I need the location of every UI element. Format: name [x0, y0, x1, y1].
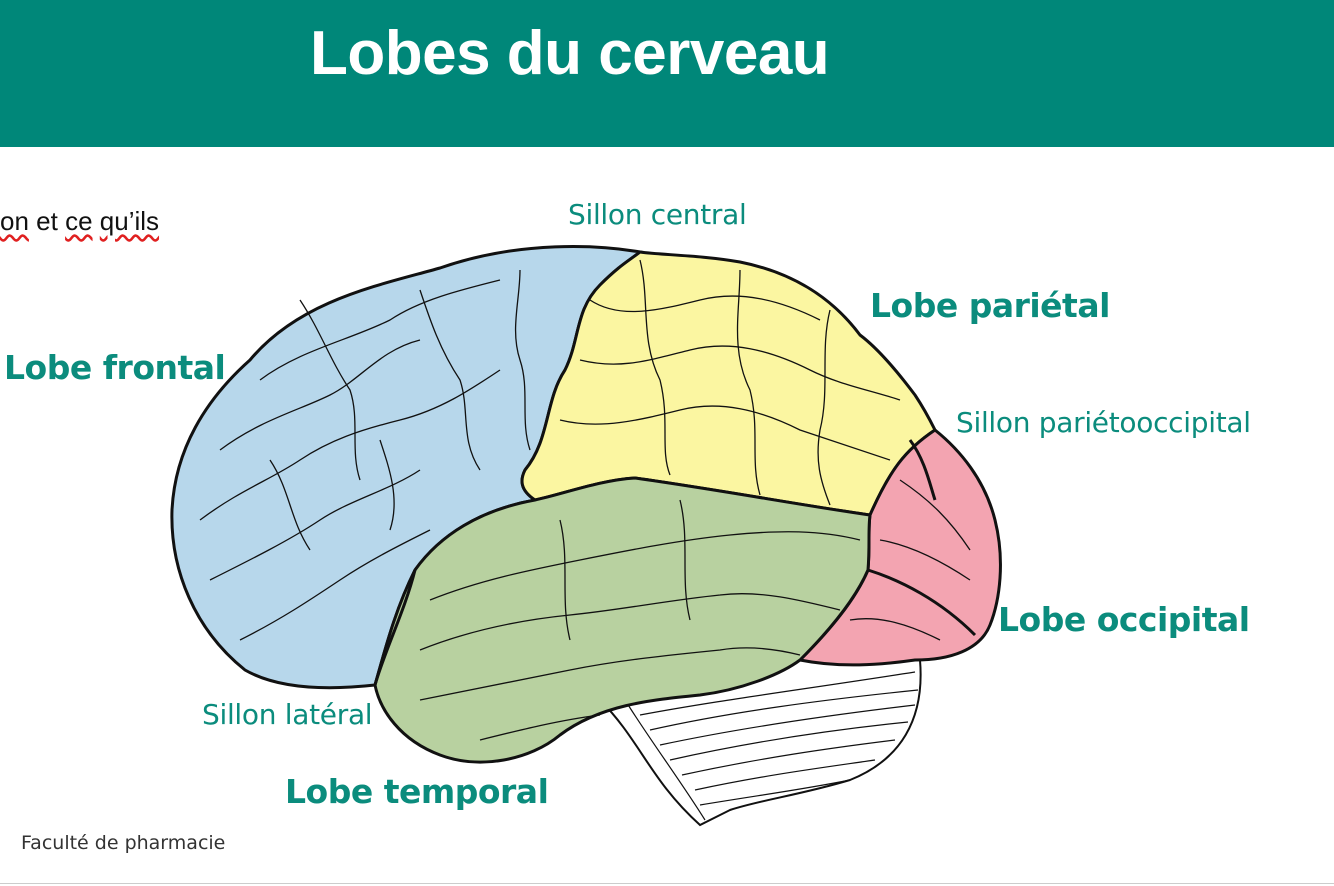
label-lobe-parietal: Lobe pariétal [870, 286, 1110, 325]
label-lobe-occipital: Lobe occipital [998, 600, 1250, 639]
label-sillon-central: Sillon central [568, 198, 746, 231]
label-sillon-lateral: Sillon latéral [202, 698, 372, 731]
label-lobe-frontal: Lobe frontal [4, 348, 225, 387]
label-lobe-temporal: Lobe temporal [285, 772, 548, 811]
label-sillon-parietooccipital: Sillon pariétooccipital [956, 406, 1251, 439]
footer-text: Faculté de pharmacie [21, 832, 225, 854]
bottom-divider [0, 883, 1334, 884]
